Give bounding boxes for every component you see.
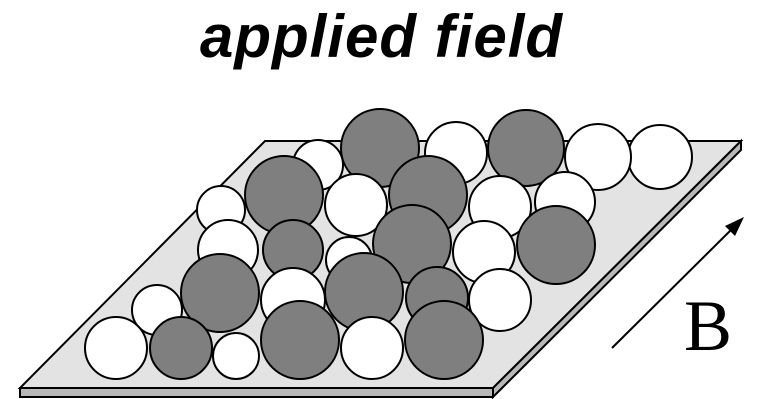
nonmagnetic-particle xyxy=(212,332,260,380)
nonmagnetic-particle xyxy=(340,316,404,380)
nonmagnetic-particle xyxy=(468,268,532,332)
magnetic-particle xyxy=(180,253,260,333)
arrow-shaft xyxy=(611,225,736,349)
substrate-right-edge xyxy=(492,138,742,399)
nonmagnetic-particle xyxy=(84,316,148,380)
magnetic-particle xyxy=(487,109,565,187)
arrow-head-icon xyxy=(725,217,744,236)
magnetic-particle xyxy=(404,300,484,380)
substrate-front-edge xyxy=(19,387,494,398)
particles xyxy=(84,108,693,380)
diagram-title: applied field xyxy=(199,3,564,70)
nonmagnetic-particle xyxy=(324,173,388,237)
field-direction-arrow xyxy=(611,217,744,349)
field-label: B xyxy=(684,286,733,366)
magnetic-particle xyxy=(516,205,596,285)
magnetic-particle xyxy=(149,316,213,380)
nonmagnetic-particle xyxy=(564,123,632,191)
nonmagnetic-particle xyxy=(627,124,693,190)
magnetic-particle xyxy=(260,300,340,380)
